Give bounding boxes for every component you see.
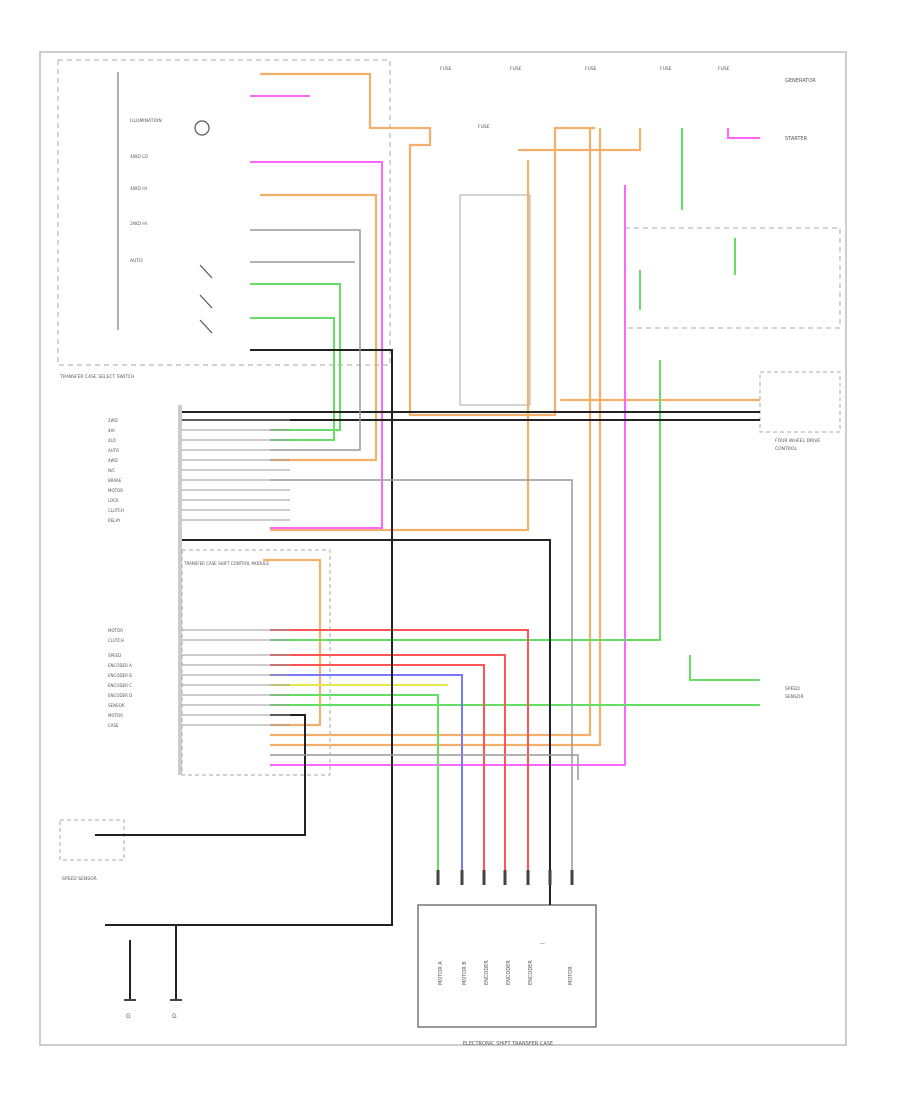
pin-label-6: — [540, 941, 545, 947]
ground-label-2: G [172, 1013, 177, 1020]
relay-box [624, 227, 841, 329]
generator-label: GENERATOR [785, 78, 816, 84]
lower-label-6: ENCODER D [108, 693, 132, 698]
fuse-label-1: FUSE [440, 66, 452, 72]
lower-label-7: SENSOR [108, 703, 125, 708]
upper-label-5: N/C [108, 468, 115, 473]
fuse-label-4: FUSE [660, 66, 672, 72]
wire-black-6 [129, 925, 177, 1000]
pin-label-1: MOTOR A [438, 961, 444, 985]
wire-orange-7 [263, 558, 322, 727]
pin-label-4: ENCODER [506, 960, 512, 985]
wire-green-5 [689, 655, 760, 681]
wire-red-3 [270, 664, 485, 870]
wire-orange-3 [270, 160, 530, 532]
bottom-pin-labels: MOTOR A MOTOR B ENCODER ENCODER ENCODER … [438, 941, 574, 985]
fuse-label-2: FUSE [510, 66, 522, 72]
switch-item-5: AUTO [130, 258, 143, 264]
lower-label-9: CASE [108, 723, 119, 728]
lower-label-8: MOTOR [108, 713, 123, 718]
diagram-title: ELECTRONIC SHIFT TRANSFER CASE [463, 1041, 553, 1047]
switch-item-2: 4WD LO [130, 154, 149, 160]
starter-label: STARTER [785, 136, 808, 142]
pin-label-3: ENCODER [484, 960, 490, 985]
lower-label-1: CLUTCH [108, 638, 124, 643]
wire-orange-5 [270, 128, 592, 737]
upper-label-1: 4HI [108, 428, 115, 433]
wire-black-2 [105, 349, 393, 926]
upper-label-4: 4WD [108, 458, 118, 463]
fuse-label-5: FUSE [718, 66, 730, 72]
wire-orange-1 [260, 72, 595, 417]
inner-module-box [181, 549, 331, 776]
ground-label-1: G [126, 1013, 131, 1020]
wire-pink-3 [727, 128, 760, 139]
selector-switch-label: TRANSFER CASE SELECT SWITCH [59, 374, 134, 380]
wire-orange-2 [518, 128, 642, 152]
fuse-label-3: FUSE [585, 66, 597, 72]
switch-contacts [194, 120, 213, 334]
wire-red-1 [270, 629, 529, 870]
lower-label-4: ENCODER B [108, 673, 132, 678]
switch-item-4: 2WD HI [130, 221, 147, 227]
wire-green-6 [270, 694, 439, 870]
connector-upper-labels: 2WD 4HI 4LO AUTO 4WD N/C BRAKE MOTOR LOC… [108, 418, 124, 523]
wire-green-8 [639, 238, 736, 310]
fuse-label-6: FUSE [478, 124, 490, 130]
upper-label-3: AUTO [108, 448, 119, 453]
module-label: TRANSFER CASE SHIFT CONTROL MODULE [183, 561, 269, 566]
wire-orange-6 [260, 193, 378, 462]
right-connector-label-2: CONTROL [775, 446, 797, 452]
right-lower-label-1: SPEED [785, 686, 800, 692]
right-lower-label-2: SENSOR [785, 694, 804, 700]
upper-label-6: BRAKE [108, 478, 122, 483]
wire-pink-2 [250, 161, 383, 529]
lower-label-3: ENCODER A [108, 663, 132, 668]
upper-label-8: LOCK [108, 498, 119, 503]
upper-label-2: 4LO [108, 438, 116, 443]
lower-label-0: MOTOR [108, 628, 123, 633]
wire-blue-1 [270, 674, 463, 870]
wire-gray-3 [270, 754, 579, 780]
transfer-case-box [417, 904, 597, 1028]
selector-switch-items: ILLUMINATION 4WD LO 4WD HI 2WD HI AUTO [130, 118, 162, 264]
wire-pink-4 [270, 185, 626, 766]
pin-label-5: ENCODER [528, 960, 534, 985]
wire-orange-4 [270, 128, 602, 747]
wire-gray-1 [270, 479, 573, 870]
wire-green-3 [270, 360, 661, 641]
upper-label-7: MOTOR [108, 488, 123, 493]
connector-lower-labels: MOTOR CLUTCH SPEED ENCODER A ENCODER B E… [108, 628, 132, 728]
right-connector-label-1: FOUR WHEEL DRIVE [775, 438, 820, 444]
bottom-connector-pins [436, 870, 574, 885]
selector-switch-box [57, 59, 391, 366]
switch-item-3: 4WD HI [130, 186, 147, 192]
outer-border [39, 51, 847, 1046]
control-module-box [178, 405, 182, 775]
speed-sensor-box [59, 819, 125, 861]
lower-label-5: ENCODER C [108, 683, 132, 688]
connector-pins-lower [182, 629, 290, 726]
connector-pins-upper [182, 419, 290, 521]
wire-green-1 [250, 283, 341, 431]
lower-label-2: SPEED [108, 653, 121, 658]
wire-gray-2 [250, 229, 361, 451]
speed-sensor-label: SPEED SENSOR [62, 876, 97, 882]
wire-red-2 [270, 654, 506, 870]
upper-label-0: 2WD [108, 418, 118, 423]
right-connector-box [759, 371, 841, 433]
wire-green-2 [250, 317, 335, 441]
wire-black-1 [182, 539, 551, 905]
fuse-relay-box [459, 194, 531, 406]
upper-label-10: RELAY [108, 518, 121, 523]
pin-label-2: MOTOR B [462, 961, 468, 985]
switch-item-1: ILLUMINATION [130, 118, 162, 124]
pin-label-7: MOTOR [568, 966, 574, 985]
upper-label-9: CLUTCH [108, 508, 124, 513]
